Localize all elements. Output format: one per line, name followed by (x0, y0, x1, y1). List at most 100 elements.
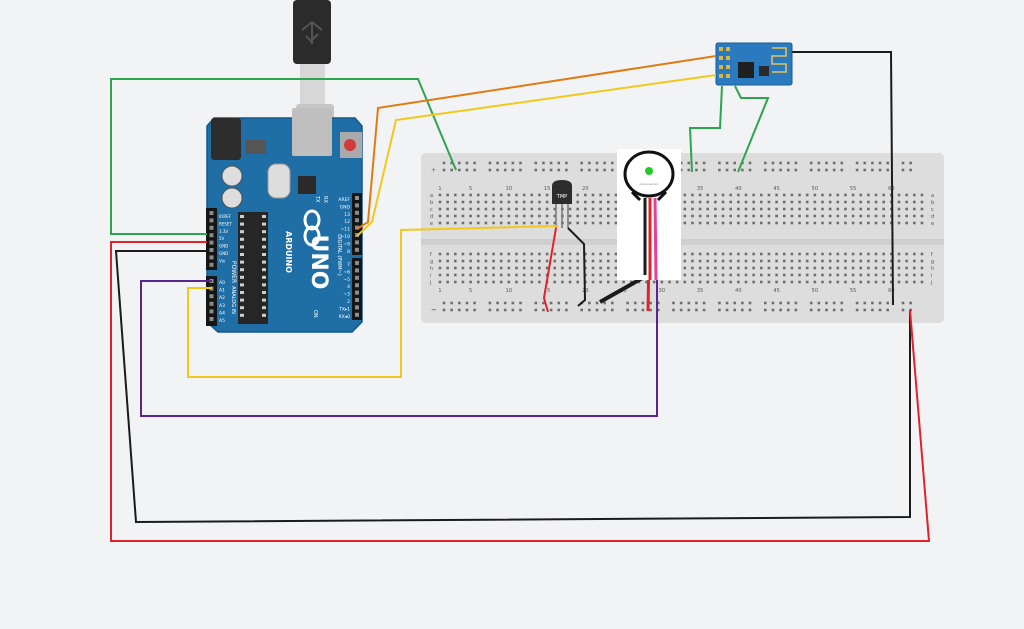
usb-cable-sheath (300, 64, 325, 104)
wire-purple-a0[interactable] (140, 280, 658, 417)
digital-pin-label: 2 (347, 299, 350, 305)
digital-pin-label: ~6 (343, 269, 350, 275)
row-letter: j (930, 280, 932, 286)
digital-header-top (352, 193, 362, 255)
digital-pin-label: ~10 (341, 234, 351, 240)
wire-yellow-rx[interactable] (356, 74, 717, 237)
breadboard-body (421, 153, 944, 323)
wire-black-gnd[interactable] (114, 250, 911, 524)
row-letter: h (430, 266, 433, 272)
row-letter: g (430, 259, 433, 265)
analog-pin-label: A1 (219, 288, 225, 294)
power-header (206, 208, 217, 270)
column-number: 50 (812, 186, 818, 192)
column-number: 15 (544, 186, 550, 192)
power-pin-label: GND (219, 251, 228, 256)
column-number: 5 (469, 288, 472, 294)
digital-pin-label: ~11 (341, 227, 351, 233)
wire-green-wifi-2[interactable] (734, 85, 770, 173)
power-pin-label: RESET (219, 221, 232, 226)
column-number: 60 (888, 288, 894, 294)
row-letter: b (931, 200, 934, 206)
column-number: 30 (659, 288, 665, 294)
wire-green-3v3[interactable] (110, 78, 457, 235)
digital-pin-label: ~9 (343, 241, 350, 247)
row-letter: c (430, 207, 433, 213)
power-pin-label: Vin (219, 258, 226, 263)
column-number: 1 (438, 288, 441, 294)
row-letter: d (931, 214, 934, 220)
row-letter: i (430, 273, 431, 279)
tmp-sensor-label: TMP (556, 194, 567, 200)
row-letter: j (429, 280, 431, 286)
pulse-wire-pink (653, 197, 658, 281)
column-number: 1 (438, 186, 441, 192)
pulse-sensor[interactable]: pulse sensor (617, 149, 681, 281)
digital-pin-label: GND (340, 204, 351, 210)
wire-green-wifi-1[interactable] (688, 85, 723, 173)
row-letter: f (931, 252, 933, 258)
usb-port (292, 108, 332, 156)
wire-orange-tx[interactable] (356, 55, 717, 230)
tmp-sensor[interactable]: TMP (552, 180, 572, 228)
wire-red-tmp[interactable] (542, 227, 557, 313)
row-letter: a (430, 193, 433, 199)
digital-pin-label: RX◂0 (339, 314, 350, 320)
digital-pin-label: ~5 (343, 277, 350, 283)
column-number: 40 (735, 186, 741, 192)
column-number: 15 (544, 288, 550, 294)
analog-pin-label: A2 (219, 295, 225, 301)
voltage-regulator (246, 140, 266, 154)
usb-chip (298, 176, 316, 194)
column-number: 25 (620, 288, 626, 294)
power-pin-label: 5V (219, 236, 225, 241)
wire-red-5v[interactable] (110, 241, 931, 542)
rail-minus-label: − (431, 306, 437, 314)
column-number: 35 (697, 288, 703, 294)
rail-plus-label: + (431, 167, 436, 174)
row-letter: f (430, 252, 432, 258)
wifi-flash-chip (759, 66, 769, 76)
usb-symbol-icon (301, 20, 323, 44)
row-letter: e (931, 221, 934, 227)
on-label: ON (312, 310, 318, 318)
column-number: 55 (850, 288, 856, 294)
breadboard[interactable]: 1155101015152020252530303535404045455050… (421, 153, 944, 323)
capacitor-1 (221, 165, 243, 187)
power-header-label: POWER (230, 261, 237, 283)
pulse-sensor-led (645, 167, 653, 175)
power-jack (211, 118, 241, 160)
digital-pin-label: 4 (347, 284, 350, 290)
column-number: 55 (850, 186, 856, 192)
arduino-brand-text: ARDUINO (284, 231, 293, 273)
analog-pin-label: A5 (219, 318, 225, 324)
column-number: 35 (697, 186, 703, 192)
wifi-chip (738, 62, 754, 78)
column-number: 20 (582, 186, 588, 192)
analog-header (206, 276, 217, 326)
digital-pin-label: 7 (347, 262, 350, 268)
wire-black-wifi-gnd[interactable] (792, 51, 894, 306)
digital-header-label: DIGITAL (PWM~) (336, 234, 342, 276)
capacitor-2 (221, 187, 243, 209)
row-letter: g (931, 259, 934, 265)
arduino-uno[interactable]: IOREFRESET3.3V5VGNDGNDVinA0A1A2A3A4A5ARE… (206, 108, 363, 333)
analog-pin-label: A3 (219, 303, 225, 309)
wires[interactable] (110, 51, 931, 542)
analog-header-label: ANALOG IN (230, 286, 236, 314)
column-number: 40 (735, 288, 741, 294)
antenna-icon (771, 47, 787, 73)
wire-black-tmp[interactable] (567, 227, 587, 307)
breadboard-holes (438, 161, 924, 312)
row-letter: a (931, 193, 934, 199)
pulse-sensor-label: pulse sensor (640, 182, 660, 186)
wifi-module[interactable] (715, 42, 793, 86)
column-number: 50 (812, 288, 818, 294)
wire-yellow-a1[interactable] (187, 225, 559, 378)
digital-pin-label: 13 (344, 212, 350, 218)
reset-button[interactable] (344, 139, 356, 151)
row-letter: c (931, 207, 934, 213)
digital-pin-label: 8 (347, 249, 350, 255)
